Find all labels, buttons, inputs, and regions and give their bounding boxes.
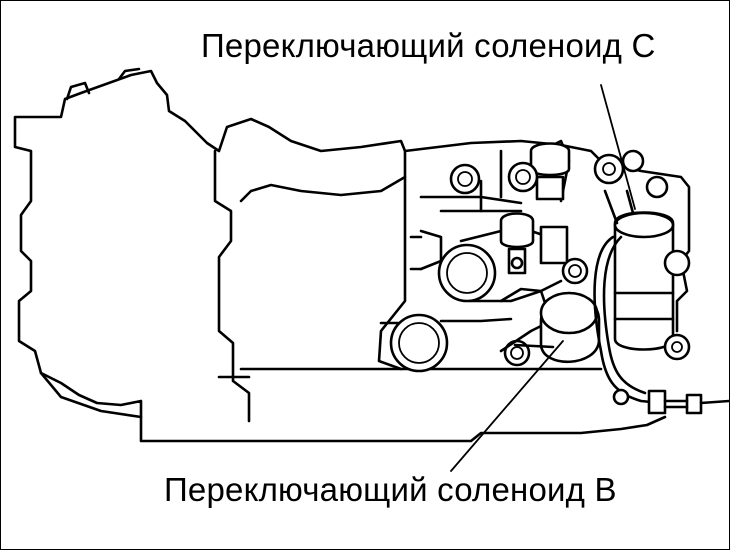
leader-line-solenoid-c — [600, 84, 636, 210]
valve-body — [377, 139, 603, 373]
solenoid-c — [593, 149, 729, 415]
label-solenoid-c: Переключающий соленоид C — [201, 27, 656, 64]
leader-line-solenoid-b — [450, 340, 564, 472]
label-solenoid-b: Переключающий соленоид B — [164, 471, 617, 508]
solenoid-b — [499, 287, 601, 364]
